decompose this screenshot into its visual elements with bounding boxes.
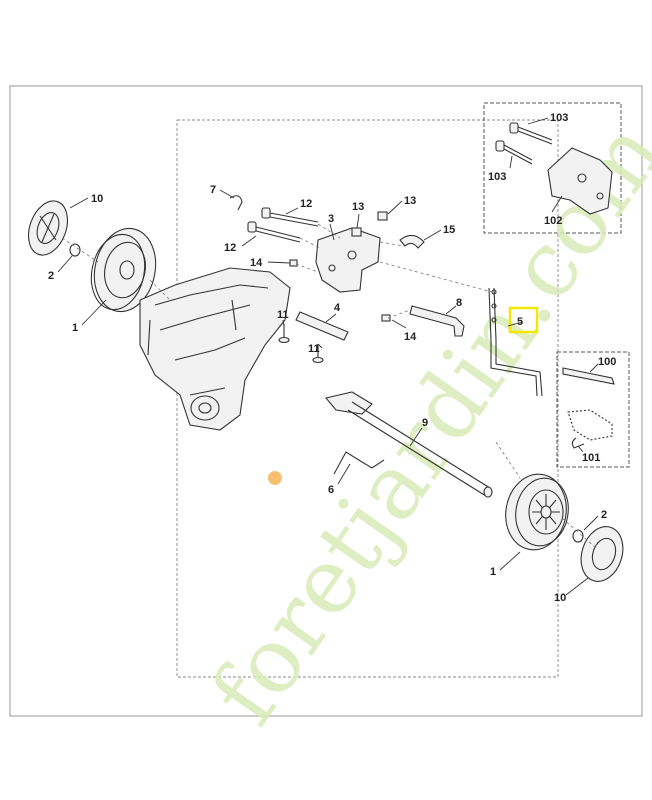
callout-14-a: 14 bbox=[250, 257, 263, 269]
axle-9 bbox=[325, 391, 493, 498]
clip-101 bbox=[571, 437, 585, 449]
callout-11-b: 11 bbox=[308, 343, 320, 355]
callout-2-right: 2 bbox=[601, 509, 607, 521]
callout-103-b: 103 bbox=[488, 171, 506, 183]
hubcap-right bbox=[580, 526, 624, 582]
nut-13-left bbox=[351, 227, 362, 237]
watermark-dot bbox=[268, 471, 282, 485]
screw-11-a bbox=[278, 324, 290, 344]
washer-left bbox=[69, 243, 81, 257]
pin-7 bbox=[229, 195, 243, 211]
bolt-103-upper bbox=[509, 122, 553, 145]
nut-14-lower bbox=[381, 314, 391, 322]
bolt-103-lower bbox=[495, 140, 533, 165]
callout-1-left: 1 bbox=[72, 322, 78, 334]
callout-labels: 10 2 1 7 12 12 3 13 13 14 15 11 11 4 14 … bbox=[48, 112, 616, 604]
callout-8: 8 bbox=[456, 297, 462, 309]
wheel-right bbox=[505, 473, 569, 551]
height-rod-5 bbox=[493, 287, 543, 397]
callout-15: 15 bbox=[443, 224, 455, 236]
washer-right bbox=[572, 529, 584, 543]
callout-1-right: 1 bbox=[490, 566, 496, 578]
callout-13-b: 13 bbox=[404, 195, 416, 207]
bolt-12-upper bbox=[261, 207, 319, 227]
bolt-12-lower bbox=[247, 221, 301, 243]
wheel-left bbox=[90, 227, 157, 313]
bracket-3 bbox=[315, 227, 381, 293]
callout-102: 102 bbox=[544, 215, 562, 227]
callout-10-right: 10 bbox=[554, 592, 566, 604]
callout-103-a: 103 bbox=[550, 112, 568, 124]
callout-12-b: 12 bbox=[224, 242, 236, 254]
callout-3: 3 bbox=[328, 213, 334, 225]
callout-7: 7 bbox=[210, 184, 216, 196]
leader-lines bbox=[57, 117, 599, 596]
screw-11-b bbox=[312, 344, 324, 364]
inner-dashed-frame bbox=[176, 119, 559, 678]
callout-100: 100 bbox=[598, 356, 616, 368]
callout-2-left: 2 bbox=[48, 270, 54, 282]
callout-9: 9 bbox=[422, 417, 428, 429]
gearbox-housing bbox=[139, 267, 291, 431]
nut-14-upper bbox=[289, 259, 298, 267]
rod-100 bbox=[562, 367, 615, 385]
assembly-lines bbox=[61, 223, 597, 549]
outer-frame bbox=[9, 85, 643, 717]
handle-8 bbox=[409, 305, 465, 337]
lever-4 bbox=[295, 311, 349, 341]
callout-10-left: 10 bbox=[91, 193, 103, 205]
callout-5: 5 bbox=[517, 316, 523, 328]
callout-101: 101 bbox=[582, 452, 600, 464]
callout-12-a: 12 bbox=[300, 198, 312, 210]
callout-11-a: 11 bbox=[277, 309, 289, 321]
callout-14-b: 14 bbox=[404, 331, 417, 343]
detail-box-103 bbox=[483, 102, 622, 234]
highlight-box-5 bbox=[508, 306, 539, 334]
callout-4: 4 bbox=[334, 302, 341, 314]
detail-box-100 bbox=[556, 351, 630, 468]
callout-13-a: 13 bbox=[352, 201, 364, 213]
hubcap-left bbox=[28, 200, 68, 256]
nut-13-right bbox=[377, 211, 388, 221]
spring-6 bbox=[333, 451, 385, 475]
callout-6: 6 bbox=[328, 484, 334, 496]
bracket-102 bbox=[547, 147, 613, 215]
clip-15 bbox=[399, 234, 425, 249]
